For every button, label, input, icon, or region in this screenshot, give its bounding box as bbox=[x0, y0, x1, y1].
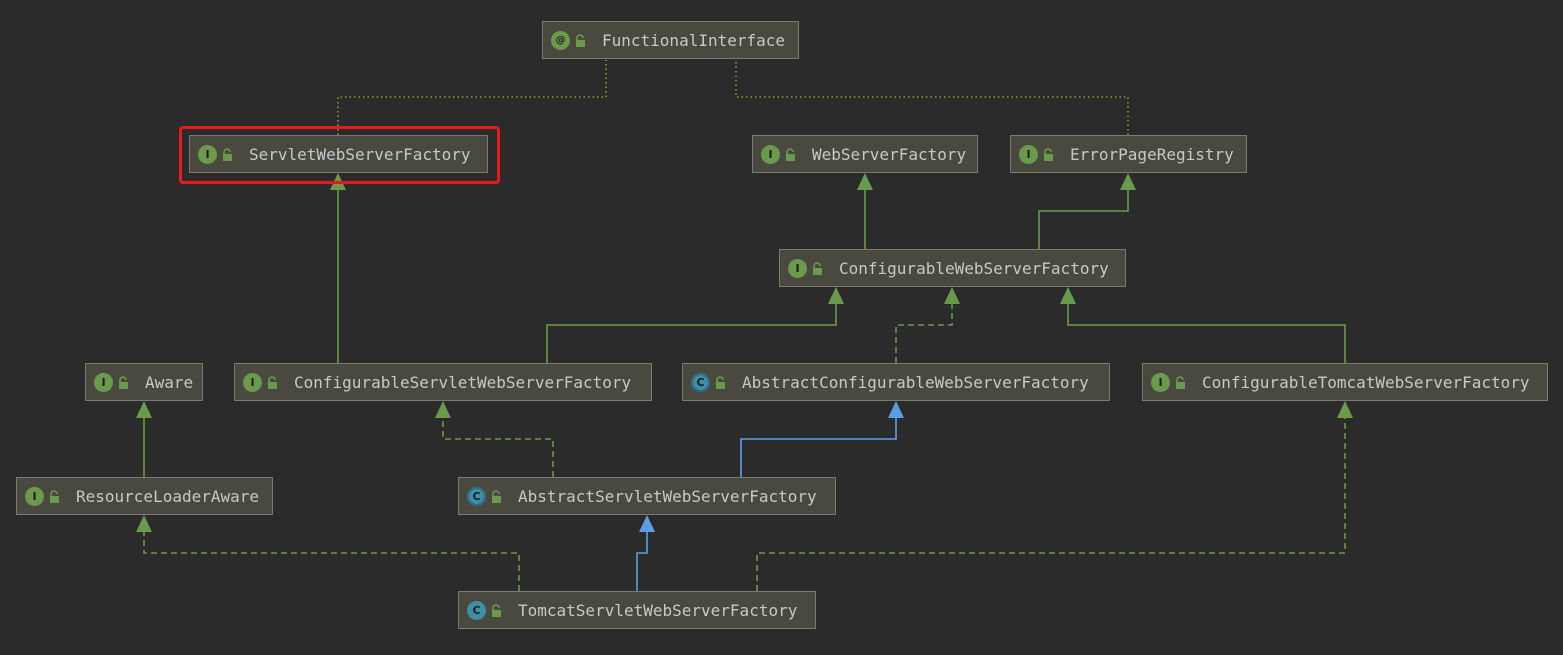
interface-icon: I bbox=[1151, 372, 1170, 392]
node-configurable-web-server-factory[interactable]: I ConfigurableWebServerFactory bbox=[779, 249, 1126, 287]
node-web-server-factory[interactable]: I WebServerFactory bbox=[752, 135, 978, 173]
node-label: ResourceLoaderAware bbox=[76, 486, 260, 506]
arrowhead-web-server-factory bbox=[857, 173, 873, 190]
unlocked-padlock-icon bbox=[784, 147, 796, 161]
unlocked-padlock-icon bbox=[490, 489, 502, 503]
arrowhead-configurable-tomcat bbox=[1337, 401, 1353, 418]
edge-configurable-tomcat-to-configurable-web bbox=[1067, 303, 1346, 363]
unlocked-padlock-icon bbox=[1174, 375, 1186, 389]
edge-tomcat-to-resource-loader-aware bbox=[143, 531, 520, 591]
node-error-page-registry[interactable]: I ErrorPageRegistry bbox=[1010, 135, 1247, 173]
edge-servlet-factory-to-functional-interface bbox=[337, 60, 607, 135]
interface-icon: I bbox=[25, 486, 44, 506]
interface-icon: I bbox=[1019, 144, 1038, 164]
node-label: ConfigurableWebServerFactory bbox=[839, 258, 1109, 278]
interface-icon: I bbox=[94, 372, 113, 392]
edge-abstract-servlet-to-configurable-servlet bbox=[442, 417, 554, 477]
annotation-type-icon: @ bbox=[551, 30, 570, 50]
abstract-class-icon: C bbox=[467, 486, 486, 506]
unlocked-padlock-icon bbox=[714, 375, 726, 389]
arrowhead-abstract-servlet bbox=[639, 515, 655, 532]
node-label: TomcatServletWebServerFactory bbox=[518, 600, 798, 620]
node-servlet-web-server-factory[interactable]: I ServletWebServerFactory bbox=[189, 135, 488, 173]
node-label: AbstractServletWebServerFactory bbox=[518, 486, 817, 506]
node-resource-loader-aware[interactable]: I ResourceLoaderAware bbox=[16, 477, 273, 515]
node-label: ErrorPageRegistry bbox=[1070, 144, 1234, 164]
unlocked-padlock-icon bbox=[490, 603, 502, 617]
unlocked-padlock-icon bbox=[811, 261, 823, 275]
arrowhead-aware bbox=[136, 401, 152, 418]
unlocked-padlock-icon bbox=[221, 147, 233, 161]
node-functional-interface[interactable]: @ FunctionalInterface bbox=[542, 21, 799, 59]
abstract-class-icon: C bbox=[691, 372, 710, 392]
arrowhead-configurable-web-right bbox=[1060, 287, 1076, 304]
node-aware[interactable]: I Aware bbox=[85, 363, 203, 401]
arrowhead-abstract-configurable bbox=[888, 401, 904, 418]
node-abstract-configurable-web-server-factory[interactable]: C AbstractConfigurableWebServerFactory bbox=[682, 363, 1110, 401]
edge-configurable-web-to-error-page-registry bbox=[1038, 189, 1129, 249]
node-label: ConfigurableTomcatWebServerFactory bbox=[1202, 372, 1530, 392]
node-label: AbstractConfigurableWebServerFactory bbox=[742, 372, 1089, 392]
node-configurable-servlet-web-server-factory[interactable]: I ConfigurableServletWebServerFactory bbox=[234, 363, 652, 401]
unlocked-padlock-icon bbox=[48, 489, 60, 503]
interface-icon: I bbox=[788, 258, 807, 278]
arrowhead-configurable-web-left bbox=[828, 287, 844, 304]
unlocked-padlock-icon bbox=[1042, 147, 1054, 161]
node-abstract-servlet-web-server-factory[interactable]: C AbstractServletWebServerFactory bbox=[458, 477, 836, 515]
arrowhead-configurable-servlet bbox=[435, 401, 451, 418]
interface-icon: I bbox=[761, 144, 780, 164]
interface-icon: I bbox=[198, 144, 217, 164]
unlocked-padlock-icon bbox=[117, 375, 129, 389]
unlocked-padlock-icon bbox=[574, 33, 586, 47]
arrowhead-error-page-registry bbox=[1120, 173, 1136, 190]
node-label: ServletWebServerFactory bbox=[249, 144, 471, 164]
interface-icon: I bbox=[243, 372, 262, 392]
class-icon: C bbox=[467, 600, 486, 620]
edge-error-page-registry-to-functional-interface bbox=[735, 60, 1129, 135]
node-label: ConfigurableServletWebServerFactory bbox=[294, 372, 632, 392]
node-label: WebServerFactory bbox=[812, 144, 967, 164]
edge-abstract-configurable-to-configurable-web bbox=[895, 303, 953, 363]
node-label: Aware bbox=[145, 372, 194, 392]
edge-configurable-servlet-to-configurable-web bbox=[546, 303, 837, 363]
node-label: FunctionalInterface bbox=[602, 30, 786, 50]
node-configurable-tomcat-web-server-factory[interactable]: I ConfigurableTomcatWebServerFactory bbox=[1142, 363, 1548, 401]
arrowhead-configurable-web-middle bbox=[944, 287, 960, 304]
arrowhead-servlet-web-server-factory bbox=[330, 173, 346, 190]
edge-abstract-servlet-to-abstract-configurable bbox=[740, 417, 897, 477]
node-tomcat-servlet-web-server-factory[interactable]: C TomcatServletWebServerFactory bbox=[458, 591, 816, 629]
arrowhead-resource-loader-aware bbox=[136, 515, 152, 532]
edge-tomcat-to-abstract-servlet bbox=[636, 531, 648, 591]
unlocked-padlock-icon bbox=[266, 375, 278, 389]
edge-tomcat-to-configurable-tomcat bbox=[756, 417, 1346, 591]
